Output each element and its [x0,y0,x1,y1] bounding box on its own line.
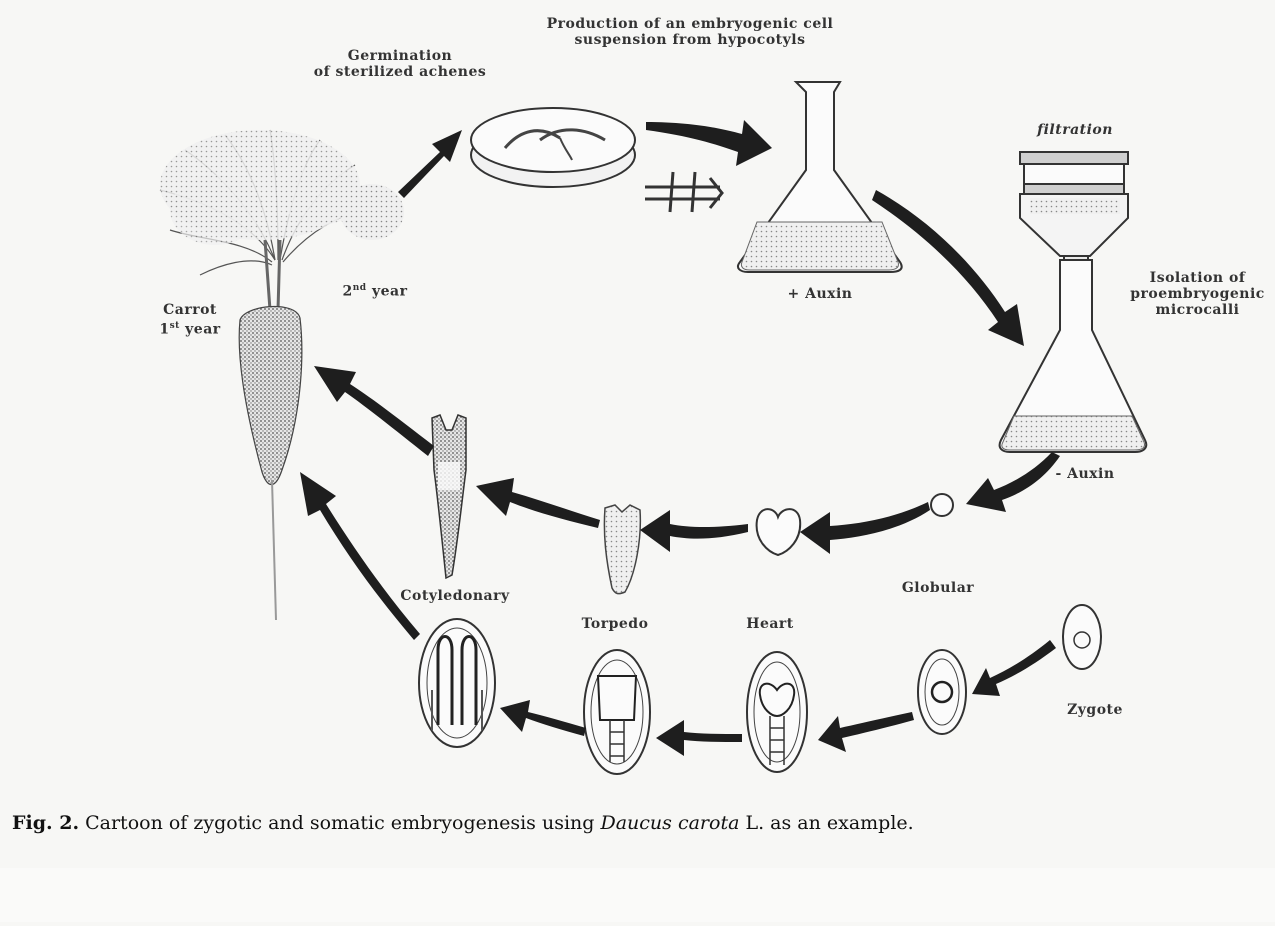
second-year-label: 2nd year [342,283,408,300]
isolation-label-line2: proembryogenic [1130,286,1265,302]
isolation-label-line3: microcalli [1155,302,1240,318]
arrow-zygote-to-globular-seed [972,640,1056,696]
arrow-to-cotyledonary [476,478,600,528]
flask-minus-auxin [998,259,1148,453]
blocked-path-symbol [645,171,724,213]
arrows [300,120,1060,756]
production-label-line1: Production of an embryogenic cell [546,16,834,32]
heart-seed [746,651,808,773]
caption-species: Daucus carota [600,812,740,834]
cotyledonary-label: Cotyledonary [400,588,510,604]
figure-caption: Fig. 2. Cartoon of zygotic and somatic e… [12,812,914,834]
carrot-root [238,306,303,486]
caption-text-after: L. as an example. [739,812,914,834]
arrow-to-torpedo [640,510,748,552]
globular-seed [917,649,967,735]
torpedo-embryo [603,504,642,595]
minus-auxin-label: - Auxin [1055,466,1115,482]
production-label-line2: suspension from hypocotyls [574,32,806,48]
heart-embryo [755,508,802,557]
torpedo-seed [583,649,651,775]
globular-embryo [930,493,954,517]
arrow-to-heart [800,502,930,554]
petri-dish [470,107,636,188]
carrot-plant [159,129,404,621]
filtration-label: filtration [1037,122,1113,138]
arrow-to-suspension [646,120,772,166]
cotyledonary-seed [418,618,496,748]
carrot-first-year-label: Carrot 1st year [135,302,245,338]
isolation-label: Isolation of proembryogenic microcalli [1120,270,1275,318]
cotyledonary-embryo [431,414,467,580]
first-year-label: 1st year [159,321,221,338]
scan-bottom-margin [0,868,1275,922]
germination-label-line1: Germination [347,48,453,64]
caption-text-before: Cartoon of zygotic and somatic embryogen… [85,812,601,834]
arrow-to-heart-seed [818,712,914,752]
figure-number: Fig. 2. [12,812,80,834]
torpedo-label: Torpedo [581,616,649,632]
zygote-seed [1062,604,1102,670]
flask-plus-auxin [737,81,903,273]
isolation-label-line1: Isolation of [1149,270,1246,286]
production-label: Production of an embryogenic cell suspen… [520,16,860,48]
plus-auxin-label: + Auxin [787,286,853,302]
zygote-label: Zygote [1067,702,1123,718]
germination-label-line2: of sterilized achenes [313,64,487,80]
carrot-label: Carrot [163,302,217,318]
arrow-to-carrot-from-somatic [314,366,434,456]
arrow-to-germination [398,130,462,198]
heart-label: Heart [746,616,794,632]
arrow-to-cotyledonary-seed [500,700,586,736]
arrow-to-torpedo-seed [656,720,742,756]
arrow-to-globular [966,452,1060,512]
germination-label: Germination of sterilized achenes [300,48,500,80]
seed-head [340,184,404,240]
arrow-to-carrot-from-zygotic [300,472,420,640]
arrow-to-isolation [872,190,1024,346]
globular-label: Globular [901,580,975,596]
